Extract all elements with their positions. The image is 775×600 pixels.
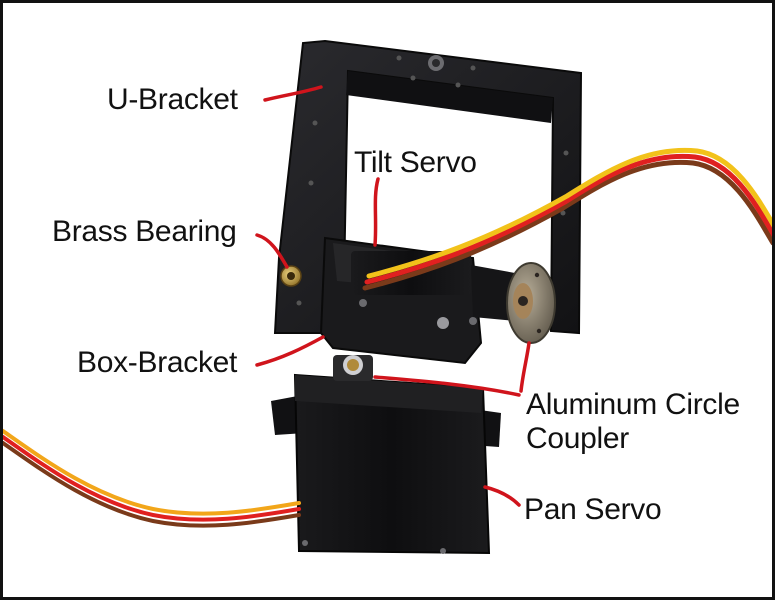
brass-bearing xyxy=(280,265,302,287)
pan-servo-cable xyxy=(3,429,301,528)
leader-tilt-servo xyxy=(373,177,380,247)
label-brass-bearing: Brass Bearing xyxy=(52,215,237,248)
leader-coupler-a xyxy=(373,375,521,397)
tilt-servo-cable xyxy=(362,147,772,291)
aluminum-circle-coupler xyxy=(506,262,556,344)
leader-coupler-b xyxy=(519,341,531,393)
label-pan-servo: Pan Servo xyxy=(524,493,662,526)
pan-servo xyxy=(271,355,501,555)
leader-u-bracket xyxy=(263,85,323,102)
leader-pan-servo xyxy=(483,485,521,507)
label-box-bracket: Box-Bracket xyxy=(77,346,238,379)
leader-box-bracket xyxy=(255,335,325,367)
label-tilt-servo: Tilt Servo xyxy=(354,146,477,179)
leader-brass-bearing xyxy=(255,233,289,269)
pan-tilt-photo xyxy=(3,39,772,555)
u-bracket xyxy=(273,39,583,335)
label-aluminum-circle-coupler: Aluminum Circle Coupler xyxy=(526,388,740,455)
label-u-bracket: U-Bracket xyxy=(107,83,238,116)
leader-lines xyxy=(255,85,531,507)
